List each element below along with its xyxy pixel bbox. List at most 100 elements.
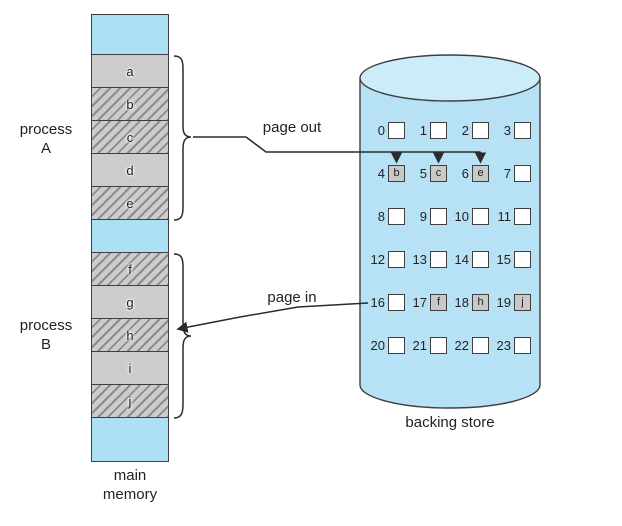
slot-box-empty — [388, 251, 405, 268]
slot-box-empty — [472, 208, 489, 225]
backing-store-slot-1: 1 — [410, 122, 452, 139]
cylinder-top — [359, 54, 541, 102]
memory-cell-letter: j — [128, 393, 132, 409]
slot-number: 5 — [419, 166, 427, 181]
memory-cell-letter: b — [126, 96, 134, 112]
slot-number: 11 — [497, 209, 512, 224]
slot-box-empty — [472, 337, 489, 354]
process-b-label: process B — [19, 317, 73, 353]
slot-number: 3 — [503, 123, 511, 138]
slot-box-empty — [430, 208, 447, 225]
slot-box-empty — [430, 251, 447, 268]
process-a-brace — [173, 55, 192, 221]
slot-box-c: c — [430, 165, 447, 182]
slot-box-b: b — [388, 165, 405, 182]
slot-number: 0 — [377, 123, 385, 138]
memory-cell-a: a — [92, 55, 168, 88]
backing-store-slot-11: 11 — [494, 208, 536, 225]
backing-store-slot-23: 23 — [494, 337, 536, 354]
backing-store-slot-9: 9 — [410, 208, 452, 225]
slot-number: 21 — [412, 338, 427, 353]
slot-number: 2 — [461, 123, 469, 138]
slot-box-empty — [430, 122, 447, 139]
slot-number: 10 — [454, 209, 469, 224]
slot-box-empty — [388, 208, 405, 225]
main-memory-label: main memory — [102, 467, 158, 503]
slot-number: 1 — [419, 123, 427, 138]
slot-number: 6 — [461, 166, 469, 181]
slot-number: 16 — [370, 295, 385, 310]
slot-number: 22 — [454, 338, 469, 353]
slot-number: 15 — [496, 252, 511, 267]
slot-box-f: f — [430, 294, 447, 311]
slot-number: 19 — [496, 295, 511, 310]
slot-box-j: j — [514, 294, 531, 311]
slot-box-empty — [472, 122, 489, 139]
page-in-arrow — [176, 302, 369, 333]
slot-box-h: h — [472, 294, 489, 311]
memory-cell-letter: a — [126, 63, 134, 79]
backing-store-slot-7: 7 — [494, 165, 536, 182]
memory-cell-f: f — [92, 253, 168, 286]
slot-number: 13 — [412, 252, 427, 267]
process-a-label: process A — [19, 121, 73, 157]
backing-store-slot-8: 8 — [368, 208, 410, 225]
memory-cell-h: h — [92, 319, 168, 352]
slot-number: 17 — [412, 295, 427, 310]
backing-store-slot-0: 0 — [368, 122, 410, 139]
memory-cell-j: j — [92, 385, 168, 418]
slot-number: 7 — [503, 166, 511, 181]
memory-cell-c: c — [92, 121, 168, 154]
process-b-brace — [173, 253, 192, 419]
slot-number: 14 — [454, 252, 469, 267]
slot-box-empty — [388, 122, 405, 139]
memory-cell-g: g — [92, 286, 168, 319]
backing-store-slot-3: 3 — [494, 122, 536, 139]
memory-cell-letter: h — [126, 327, 134, 343]
backing-store-slot-21: 21 — [410, 337, 452, 354]
slot-box-empty — [388, 337, 405, 354]
slot-number: 12 — [370, 252, 385, 267]
slot-number: 4 — [377, 166, 385, 181]
memory-cell-d: d — [92, 154, 168, 187]
memory-free-region-bottom — [92, 418, 168, 461]
backing-store-slot-16: 16 — [368, 294, 410, 311]
slot-box-empty — [430, 337, 447, 354]
memory-cell-b: b — [92, 88, 168, 121]
backing-store-slot-14: 14 — [452, 251, 494, 268]
slot-box-empty — [514, 251, 531, 268]
memory-cell-letter: g — [126, 294, 134, 310]
page-in-label: page in — [267, 289, 317, 306]
backing-store-label: backing store — [405, 414, 495, 431]
backing-store-slot-2: 2 — [452, 122, 494, 139]
slot-number: 20 — [370, 338, 385, 353]
slot-box-empty — [388, 294, 405, 311]
slot-box-e: e — [472, 165, 489, 182]
slot-number: 8 — [377, 209, 385, 224]
page-out-label: page out — [262, 119, 322, 136]
slot-number: 23 — [496, 338, 511, 353]
slot-box-empty — [514, 165, 531, 182]
memory-cell-e: e — [92, 187, 168, 220]
backing-store-slot-15: 15 — [494, 251, 536, 268]
slot-box-empty — [472, 251, 489, 268]
slot-box-empty — [514, 208, 531, 225]
memory-free-region-top — [92, 15, 168, 55]
slot-box-empty — [514, 122, 531, 139]
slot-number: 18 — [454, 295, 469, 310]
memory-free-region-middle — [92, 220, 168, 253]
slot-box-empty — [514, 337, 531, 354]
backing-store-slot-12: 12 — [368, 251, 410, 268]
backing-store-slot-10: 10 — [452, 208, 494, 225]
slot-number: 9 — [419, 209, 427, 224]
